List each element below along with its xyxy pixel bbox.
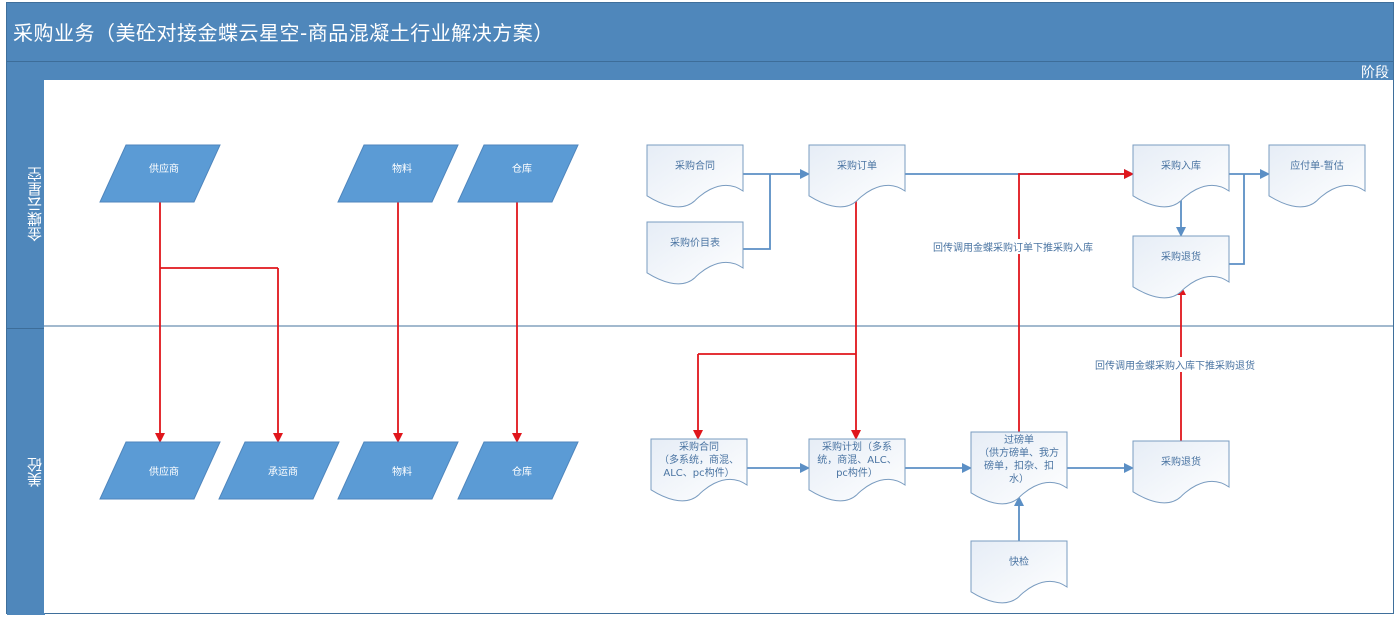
node-mt-warehouse: [457, 441, 579, 500]
lane-header-meitong: 美砼: [7, 328, 45, 615]
diagram-svg: [44, 144, 1393, 604]
node-mt-weigh-label: 过磅单 （供方磅单、我方 磅单，扣杂、扣 水）: [971, 434, 1067, 486]
node-mt-contract-line-1: 采购合同: [679, 442, 719, 453]
edges-layer: [155, 169, 1270, 541]
node-kd-inbound-label: 采购入库: [1161, 161, 1201, 172]
diagram-title: 采购业务（美砼对接金蝶云星空-商品混凝土行业解决方案）: [13, 21, 554, 45]
node-kd-material-label: 物料: [392, 164, 412, 175]
node-mt-weigh-line-1: 过磅单: [1004, 435, 1034, 446]
node-mt-weigh: [970, 431, 1068, 505]
node-mt-contract-label: 采购合同 （多系统，商混、 ALC、pc构件）: [651, 441, 747, 480]
node-kd-supplier-label: 供应商: [149, 164, 179, 175]
node-kd-order-label: 采购订单: [837, 161, 877, 172]
phase-label: 阶段: [1361, 65, 1389, 81]
node-mt-material-label: 物料: [392, 467, 412, 478]
node-mt-contract-line-3: ALC、pc构件）: [663, 468, 735, 479]
node-kd-supplier: [99, 144, 221, 203]
node-kd-inbound: [1132, 144, 1230, 208]
node-mt-inspect: [970, 540, 1068, 604]
node-mt-plan-line-2: 统，商混、ALC、: [817, 455, 897, 466]
node-kd-payable-label: 应付单-暂估: [1290, 161, 1344, 172]
node-mt-weigh-line-4: 水）: [1009, 474, 1029, 485]
node-mt-carrier-label: 承运商: [268, 467, 298, 478]
node-kd-pricelist-label: 采购价目表: [670, 238, 720, 249]
node-kd-contract-label: 采购合同: [675, 161, 715, 172]
node-kd-warehouse: [457, 144, 579, 203]
node-mt-plan: [808, 438, 906, 502]
node-mt-return-label: 采购退货: [1161, 457, 1201, 468]
node-kd-material: [337, 144, 459, 203]
node-mt-inspect-label: 快检: [1009, 557, 1029, 568]
title-bar: 采购业务（美砼对接金蝶云星空-商品混凝土行业解决方案）: [7, 3, 1393, 61]
annotation-order-to-inbound: 回传调用金蝶采购订单下推采购入库: [933, 239, 1093, 254]
node-mt-warehouse-label: 仓库: [512, 467, 532, 478]
nodes-layer: [99, 144, 1366, 604]
phase-bar: 阶段: [7, 61, 1393, 81]
lane-label-kingdee: 金蝶云星空: [7, 167, 45, 242]
lane-label-meitong-text: 美砼: [26, 457, 44, 487]
diagram-canvas: 供应商 物料 仓库 供应商 承运商 物料 仓库 采购合同 采购价目表 采购订单 …: [44, 80, 1393, 613]
node-kd-contract: [646, 144, 744, 208]
lane-label-kingdee-text: 金蝶云星空: [26, 166, 44, 242]
node-kd-warehouse-label: 仓库: [512, 164, 532, 175]
node-mt-plan-line-3: pc构件）: [836, 468, 878, 479]
node-kd-return-label: 采购退货: [1161, 252, 1201, 263]
edge-kd-pricelist-segment: [743, 174, 771, 250]
node-mt-contract-line-2: （多系统，商混、: [659, 455, 739, 466]
node-mt-weigh-line-2: （供方磅单、我方: [979, 448, 1059, 459]
node-mt-contract: [650, 438, 748, 502]
node-mt-material: [337, 441, 459, 500]
node-mt-return: [1132, 440, 1230, 504]
node-kd-pricelist: [646, 221, 744, 285]
node-mt-supplier: [99, 441, 221, 500]
node-mt-carrier: [218, 441, 340, 500]
edge-mt-weigh-to-kd-inbound: [1018, 169, 1134, 432]
node-kd-payable: [1268, 144, 1366, 208]
annotation-inbound-to-return: 回传调用金蝶采购入库下推采购退货: [1095, 357, 1255, 372]
node-mt-supplier-label: 供应商: [149, 467, 179, 478]
node-mt-plan-label: 采购计划（多系 统，商混、ALC、 pc构件）: [809, 441, 905, 480]
node-mt-weigh-line-3: 磅单，扣杂、扣: [984, 461, 1054, 472]
node-kd-order: [808, 144, 906, 208]
lane-header-kingdee: 金蝶云星空: [7, 81, 45, 327]
edge-kd-return-to-payable: [1229, 174, 1245, 265]
lane-label-meitong: 美砼: [7, 457, 45, 487]
node-kd-return: [1132, 235, 1230, 299]
node-mt-plan-line-1: 采购计划（多系: [822, 442, 892, 453]
